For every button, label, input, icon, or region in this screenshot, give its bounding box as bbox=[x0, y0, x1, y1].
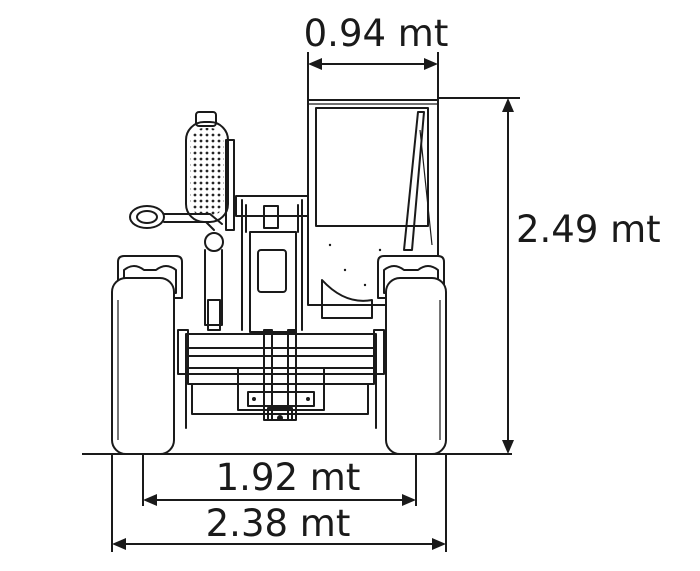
boom-mast bbox=[235, 195, 309, 333]
machine-front-view bbox=[111, 99, 447, 455]
height-label: 2.49 mt bbox=[516, 208, 661, 251]
overall-width-label: 2.38 mt bbox=[206, 502, 351, 545]
side-mirror bbox=[129, 205, 223, 231]
height-dimension: 2.49 mt bbox=[438, 97, 661, 454]
cab-width-dimension: 0.94 mt bbox=[304, 12, 449, 100]
overall-width-dimension: 2.38 mt bbox=[111, 454, 447, 552]
tow-hitch bbox=[237, 329, 325, 421]
left-wheel bbox=[111, 277, 175, 455]
cab-strut bbox=[403, 111, 425, 251]
air-filter-column bbox=[185, 111, 235, 231]
hydraulic-cylinder bbox=[204, 232, 224, 331]
track-width-dimension: 1.92 mt bbox=[142, 454, 417, 506]
cab-width-label: 0.94 mt bbox=[304, 12, 449, 55]
cab-step bbox=[321, 279, 373, 319]
front-axle bbox=[177, 329, 385, 429]
cab-window bbox=[315, 107, 429, 227]
right-wheel bbox=[385, 277, 447, 455]
track-width-label: 1.92 mt bbox=[216, 456, 361, 499]
